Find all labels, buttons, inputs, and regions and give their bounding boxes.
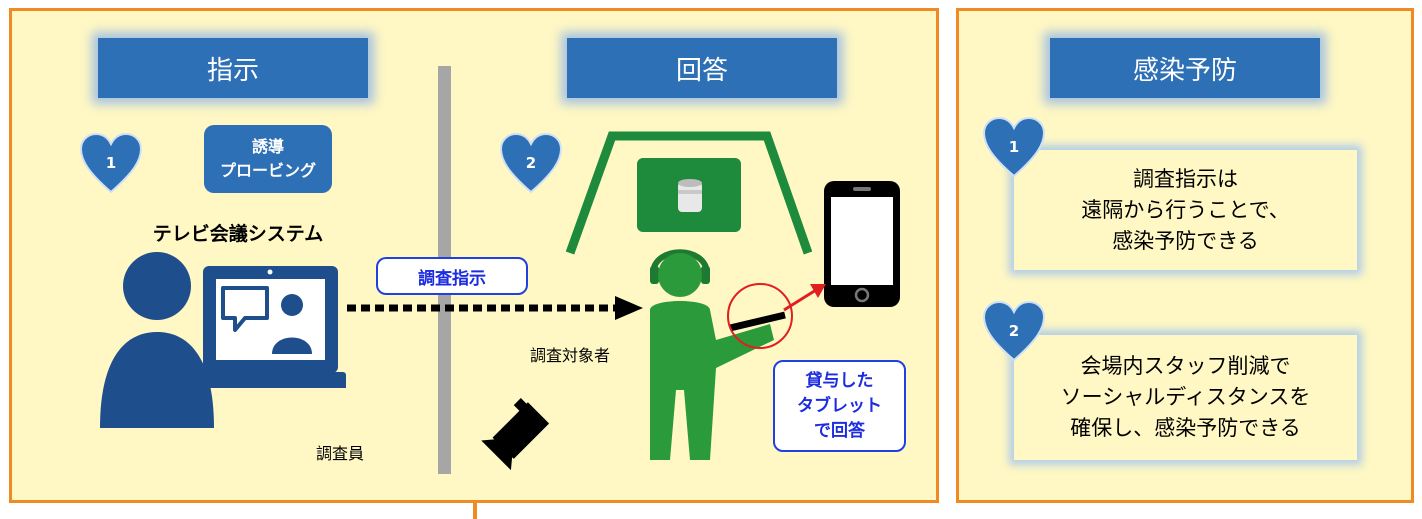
prevention-card-2: 会場内スタッフ削減で ソーシャルディスタンスを 確保し、感染予防できる: [1014, 335, 1357, 460]
highlight-circle: [727, 283, 793, 349]
video-conference-label: テレビ会議システム: [152, 223, 324, 245]
step-number: 1: [105, 154, 117, 172]
respondent-label: 調査対象者: [530, 346, 611, 365]
card-line: 調査指示は: [1133, 166, 1238, 191]
headset-icon: [650, 249, 710, 284]
item-number: 2: [1008, 322, 1020, 340]
chat-bubble-icon: [221, 286, 269, 332]
heart-icon: [982, 116, 1046, 178]
connector-line: [473, 500, 477, 519]
answer-header: 回答: [567, 38, 837, 98]
tablet-label-line: 貸与した: [805, 370, 874, 391]
heart-icon: [499, 132, 563, 194]
infection-prevention-header: 感染予防: [1050, 38, 1320, 98]
monitor-icon: [196, 266, 346, 384]
instruction-header: 指示: [98, 38, 368, 98]
card-line: 遠隔から行うことで、: [1081, 197, 1290, 222]
card-line: ソーシャルディスタンスを: [1060, 385, 1311, 409]
card-line: 感染予防できる: [1112, 228, 1259, 253]
remote-person-icon: [272, 294, 312, 354]
card-line: 確保し、感染予防できる: [1070, 416, 1301, 440]
step-1-heart: 1: [78, 132, 144, 194]
person-icon: [100, 252, 346, 428]
step-number: 2: [525, 154, 537, 172]
badge-line: プロービング: [219, 161, 316, 180]
booth-frame: [565, 131, 813, 255]
tablet-label-line: で回答: [814, 420, 865, 441]
investigator-illustration: [100, 252, 346, 428]
heart-icon: [982, 300, 1046, 362]
investigator-label: 調査員: [316, 444, 365, 463]
item-number: 1: [1008, 138, 1020, 156]
instruction-arrow-label: 調査指示: [376, 257, 528, 295]
heart-icon: [79, 132, 143, 194]
tablet-answer-label: 貸与した タブレット で回答: [773, 360, 906, 452]
badge-line: 誘導: [251, 137, 284, 156]
camera-icon: [481, 398, 550, 471]
prevention-heart-1: 1: [981, 116, 1047, 178]
probing-badge: 誘導 プロービング: [204, 125, 332, 193]
prevention-card-1: 調査指示は 遠隔から行うことで、 感染予防できる: [1014, 150, 1357, 270]
step-2-heart: 2: [498, 132, 564, 194]
card-line: 会場内スタッフ削減で: [1080, 354, 1291, 378]
tablet-label-line: タブレット: [797, 395, 882, 416]
head: [658, 253, 702, 297]
instruction-arrow: [347, 296, 643, 320]
highlight-arrow: [783, 284, 826, 312]
tablet-icon: [824, 181, 900, 307]
prevention-heart-2: 2: [981, 300, 1047, 362]
can-icon: [678, 179, 702, 212]
